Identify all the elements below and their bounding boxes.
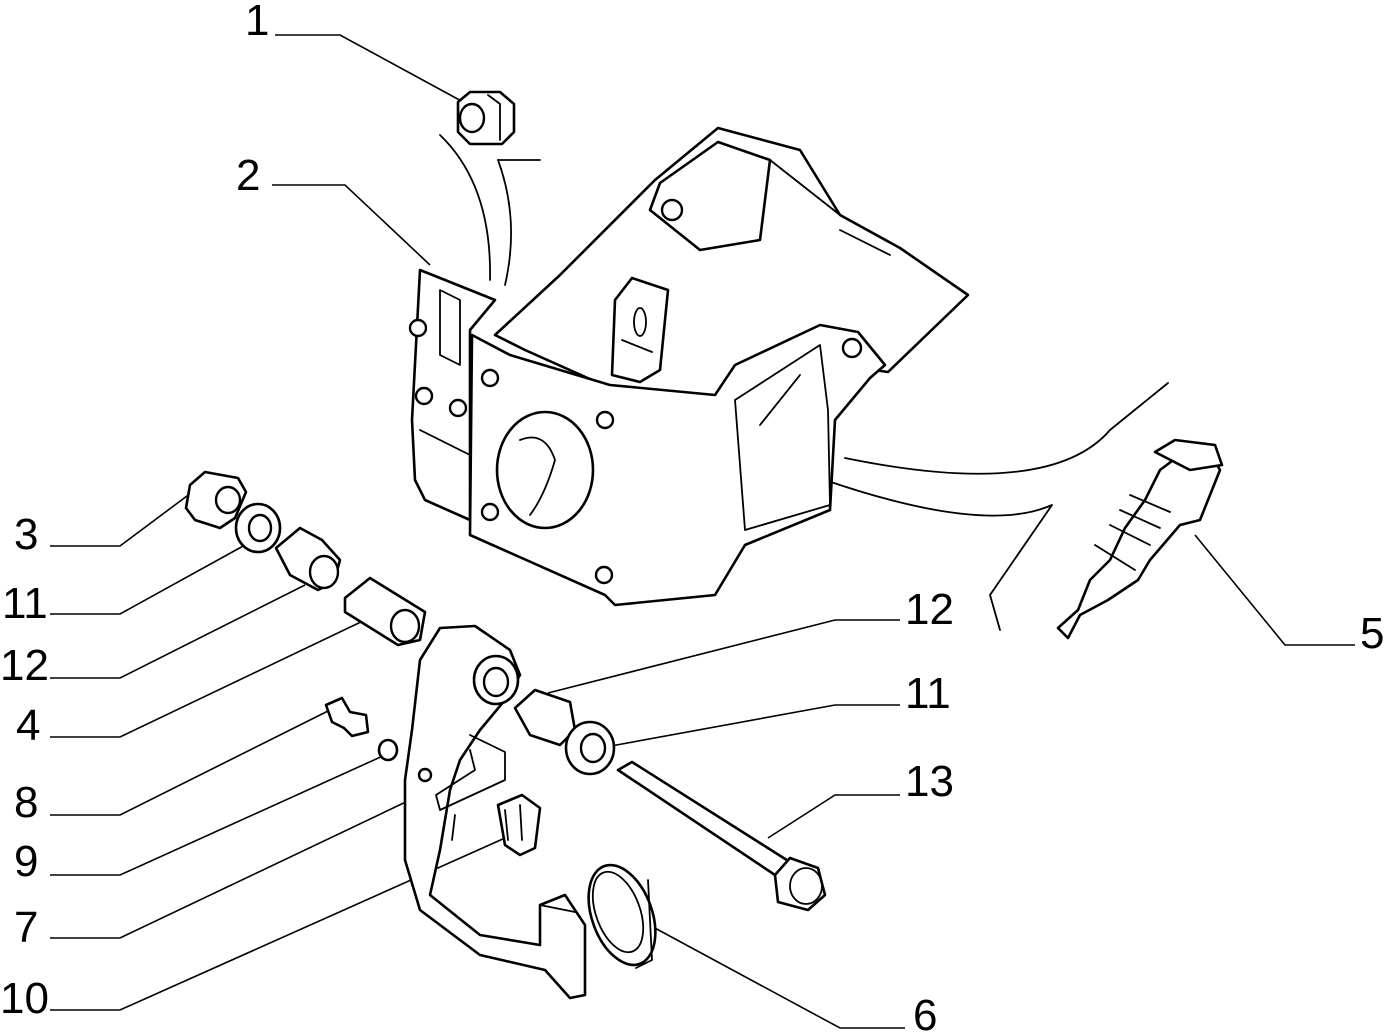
part-5-switch [1056, 438, 1224, 640]
callout-6: 6 [913, 991, 937, 1033]
callout-8: 8 [14, 778, 38, 827]
part-12-bush-right [513, 688, 577, 747]
callout-11-right: 11 [905, 669, 951, 718]
part-2-pedal-bracket [408, 126, 970, 607]
part-3-bushing [184, 470, 248, 530]
part-11-washer-right [564, 720, 616, 776]
callout-11-left: 11 [2, 579, 48, 628]
leader-lines [50, 34, 1355, 1029]
callout-3: 3 [14, 510, 38, 559]
callout-9: 9 [14, 837, 38, 886]
callout-1: 1 [245, 0, 269, 45]
part-12-bush-left [274, 526, 342, 592]
callout-5: 5 [1360, 609, 1384, 658]
callout-7: 7 [14, 903, 38, 952]
part-8-screw [324, 696, 370, 738]
callout-13: 13 [905, 757, 954, 806]
callout-4: 4 [16, 701, 40, 750]
part-10-clip [496, 793, 542, 857]
callout-2: 2 [236, 151, 260, 200]
part-4-spacer-tube [343, 576, 427, 647]
part-9-ring [377, 738, 399, 762]
part-13-pivot-pin [616, 760, 827, 912]
part-7-pedal-lever [403, 624, 587, 1000]
assembly-guide-lines [439, 134, 1169, 631]
callout-12-left: 12 [0, 641, 49, 690]
part-11-washer-left [234, 502, 282, 554]
part-6-pedal-pad [587, 863, 657, 969]
callout-12-right: 12 [905, 585, 954, 634]
part-1-bushing [456, 90, 516, 146]
callout-10: 10 [0, 974, 49, 1023]
